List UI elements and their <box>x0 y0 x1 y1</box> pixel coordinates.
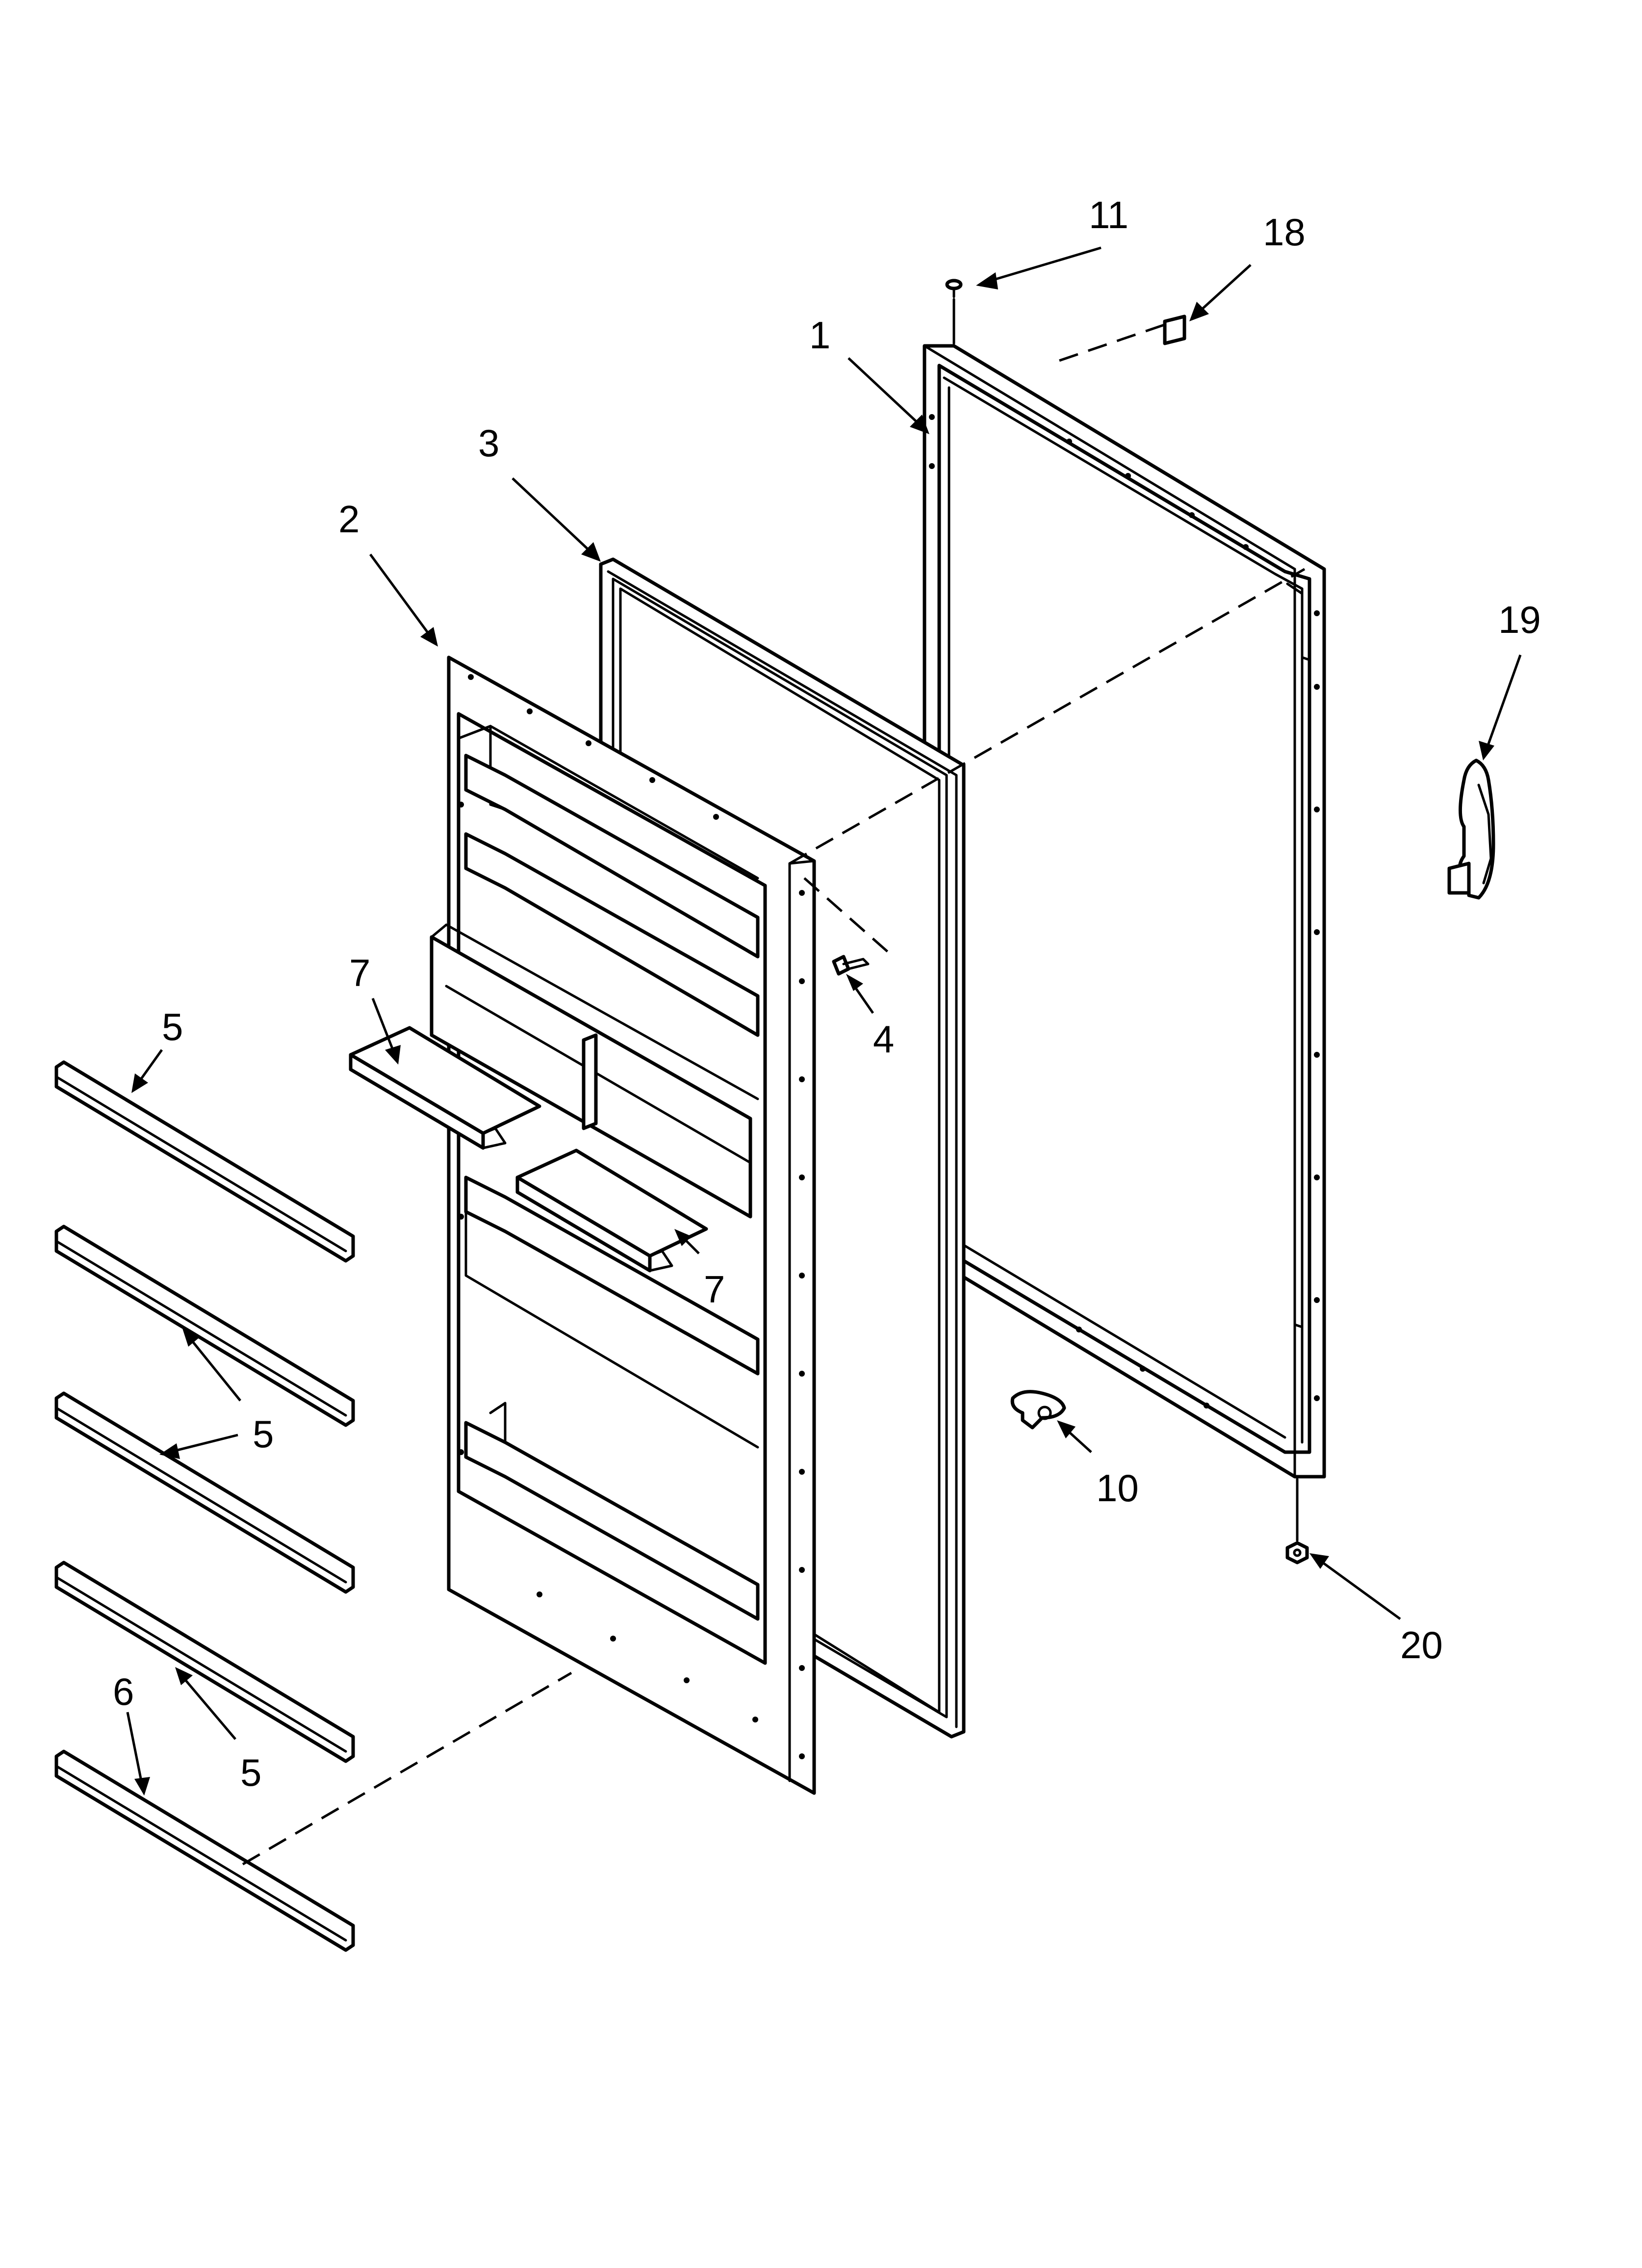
callout-7-lower: 7 <box>704 1268 725 1311</box>
callout-4: 4 <box>873 1017 894 1061</box>
plug-18 <box>1163 314 1186 345</box>
callout-5-top: 5 <box>162 1005 183 1048</box>
leaders <box>126 246 1522 1796</box>
nut-20 <box>1285 1478 1309 1564</box>
outer-door-panel <box>923 344 1326 1479</box>
trim-strip-4 <box>54 1561 355 1763</box>
screw-11 <box>945 279 963 345</box>
callout-2: 2 <box>338 497 359 541</box>
callout-5-fourth: 5 <box>240 1751 261 1794</box>
alignment-line-screw <box>803 877 889 953</box>
callout-11: 11 <box>1089 193 1129 236</box>
callout-18: 18 <box>1263 210 1306 254</box>
trim-strip-6 <box>54 1749 355 1952</box>
alignment-line-middle <box>789 568 1306 865</box>
callout-3: 3 <box>478 421 499 465</box>
trim-strip-1 <box>54 1060 355 1263</box>
alignment-line-bottom <box>242 1671 572 1866</box>
callout-5-second: 5 <box>253 1412 274 1456</box>
trim-strip-2 <box>54 1225 355 1427</box>
callout-19: 19 <box>1498 598 1541 641</box>
handle-19 <box>1447 758 1495 900</box>
callout-20: 20 <box>1400 1623 1443 1667</box>
screw-4 <box>832 955 870 976</box>
hinge-bracket-10 <box>1010 1390 1066 1430</box>
callout-6: 6 <box>113 1670 134 1713</box>
alignment-line-top <box>1059 322 1168 362</box>
callout-7-upper: 7 <box>349 951 370 994</box>
door-shelf-lower <box>515 1148 708 1273</box>
callout-1: 1 <box>809 313 830 357</box>
callout-10: 10 <box>1096 1466 1139 1510</box>
trim-strip-3 <box>54 1391 355 1594</box>
